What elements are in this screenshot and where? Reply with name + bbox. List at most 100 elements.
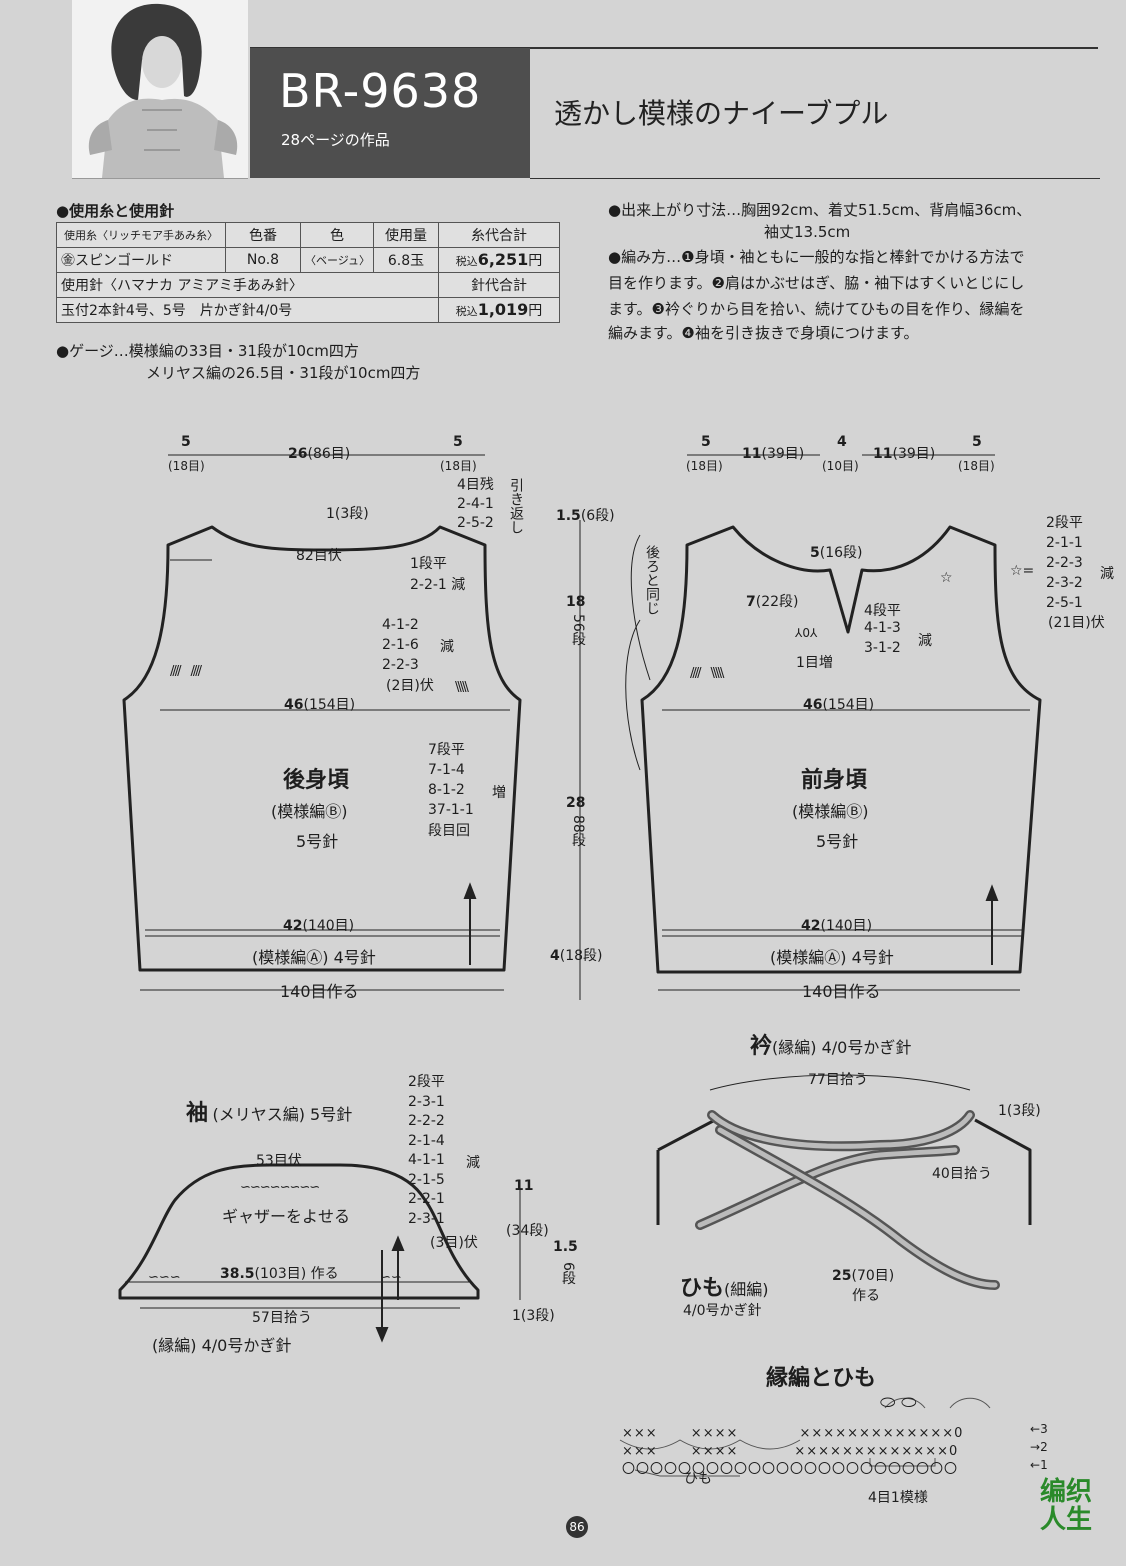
back-side-end: 段目回 xyxy=(428,823,470,839)
armhole-rows: 56段 xyxy=(570,614,586,646)
method-line-2: 目を作ります。❷肩はかぶせはぎ、脇・袖下はすくいとじにし xyxy=(608,274,1025,292)
needle-col: 使用針〈ハマナカ アミアミ手あみ針〉 xyxy=(56,272,439,298)
sleeve-hem-gather-right: ∽∽ xyxy=(380,1270,402,1285)
method-line-1: ●編み方…❶身頃・袖ともに一般的な指と棒針でかける方法で xyxy=(608,248,1025,266)
method-line-3: ます。❸衿ぐりから目を拾い、続けてひもの目を作り、縁編を xyxy=(608,300,1025,318)
sleeve-pickup: 57目拾う xyxy=(252,1310,312,1326)
body-height: 28 xyxy=(566,795,586,811)
collar-title: 衿(縁編) 4/0号かぎ針 xyxy=(750,1034,912,1059)
back-hem-width: 42(140目) xyxy=(283,918,355,934)
rib-height: 4(18段) xyxy=(550,948,603,964)
front-slit-flat: 4段平 xyxy=(864,603,901,619)
sleeve-cap-bind: (3目)伏 xyxy=(430,1235,478,1251)
front-pattern-mark: //// \\\\\ xyxy=(690,666,724,681)
front-slit-rule-2: 3-1-2 xyxy=(864,640,901,656)
row-1-label: ←1 xyxy=(1030,1458,1048,1472)
sleeve-outline xyxy=(118,1163,480,1300)
front-neck-dec: 減 xyxy=(1100,566,1114,582)
back-needle: 5号針 xyxy=(296,832,339,851)
collar-band xyxy=(707,1110,975,1152)
pattern-code: BR-9638 xyxy=(279,64,482,118)
yarn-header-row: 使用糸〈リッチモア手あみ糸〉 色番 色 使用量 糸代合計 xyxy=(56,222,560,248)
back-neck-rows: 1(3段) xyxy=(326,506,369,522)
needle-cost: 税込1,019円 xyxy=(438,297,560,323)
picot-motifs: ⬭ ⬭ xyxy=(880,1392,917,1413)
sleeve-width: 38.5(103目) 作る xyxy=(220,1266,339,1282)
chart-row-1: 〇〇〇〇〇〇〇〇〇〇〇〇〇〇〇〇〇〇〇〇〇〇〇〇 xyxy=(622,1462,959,1477)
gather-note: ギャザーをよせる xyxy=(222,1207,351,1226)
front-neck-left-width: 11(39目) xyxy=(742,446,805,462)
back-pattern-mark: //// //// xyxy=(170,664,202,679)
sleeve-hem-height: 1.5 xyxy=(553,1239,578,1255)
front-slit-dec: 減 xyxy=(918,633,932,649)
back-cast-on: 140目作る xyxy=(280,982,359,1001)
back-shoulder-left-stitches: (18目) xyxy=(168,459,205,473)
same-as-back-note: 後ろと同じ xyxy=(644,545,660,615)
amount: 6.8玉 xyxy=(373,247,439,273)
sleeve-edging: (縁編) 4/0号かぎ針 xyxy=(152,1336,292,1355)
row-2-label: →2 xyxy=(1030,1440,1048,1454)
back-side-inc: 増 xyxy=(492,785,506,801)
star-legend-icon: ☆= xyxy=(1010,563,1035,579)
materials-heading: ●使用糸と使用針 xyxy=(56,202,175,220)
back-shoulder-right-stitches: (18目) xyxy=(440,459,477,473)
chart-row-2: ××× ×××× ×××××××××××××0 xyxy=(622,1444,959,1459)
front-shoulder-right-width: 5 xyxy=(972,434,982,450)
back-shoulder-left-width: 5 xyxy=(181,434,191,450)
front-shoulder-left-width: 5 xyxy=(701,434,711,450)
front-slit-rule-1: 4-1-3 xyxy=(864,620,901,636)
finished-size: ●出来上がり寸法…胸囲92cm、着丈51.5cm、背肩幅36cm、 xyxy=(608,201,1032,219)
model-photo xyxy=(72,0,248,179)
back-rib: (模様編Ⓐ) 4号針 xyxy=(252,948,376,967)
materials-table: 使用糸〈リッチモア手あみ糸〉 色番 色 使用量 糸代合計 ㊎スピンゴールド No… xyxy=(56,222,560,323)
shoulder-height: 1.5(6段) xyxy=(556,508,615,524)
gauge-line-1: ●ゲージ…模様編の33目・31段が10cm四方 xyxy=(56,342,359,360)
star-icon: ☆ xyxy=(940,570,953,586)
sleeve-top-bind: 53目伏 xyxy=(256,1153,302,1169)
tie-make: 作る xyxy=(852,1288,880,1304)
sleeve-edge-rows: 1(3段) xyxy=(512,1308,555,1324)
collar-pickup: 77目拾う xyxy=(808,1072,868,1088)
back-shoulder-right-width: 5 xyxy=(453,434,463,450)
edging-chart-title: 縁編とひも xyxy=(766,1366,877,1391)
back-pattern-mark-right: \\\\\ xyxy=(455,680,469,695)
back-neck-bind-off: 82目伏 xyxy=(296,548,342,564)
collar-back-pickup: 40目拾う xyxy=(932,1166,992,1182)
needle-list: 玉付2本針4号、5号 片かぎ針4/0号 xyxy=(56,297,439,323)
tie-title: ひも(細編) xyxy=(680,1276,769,1301)
site-logo: 编织人生 xyxy=(1040,1477,1093,1535)
collar-rows: 1(3段) xyxy=(998,1103,1041,1119)
back-neck-flat: 1段平 xyxy=(410,556,447,572)
front-slit-depth: 7(22段) xyxy=(746,594,799,610)
short-rows-note: 引き返し xyxy=(508,478,524,534)
back-armhole-bind: (2目)伏 xyxy=(386,678,434,694)
back-pattern: (模様編Ⓑ) xyxy=(271,802,348,821)
back-neck-width: 26(86目) xyxy=(288,446,351,462)
title-rule xyxy=(530,178,1100,179)
sleeve-cap-dec: 減 xyxy=(466,1155,480,1171)
row-3-label: ←3 xyxy=(1030,1422,1048,1436)
color-number: No.8 xyxy=(225,247,301,273)
color-name: 〈ベージュ〉 xyxy=(300,247,374,273)
front-bust-width: 46(154目) xyxy=(803,697,875,713)
tie-needle: 4/0号かぎ針 xyxy=(683,1303,762,1319)
front-neck-bind: (21目)伏 xyxy=(1048,615,1105,631)
front-increase: 1目増 xyxy=(796,655,833,671)
page-reference: 28ページの作品 xyxy=(281,131,390,149)
increase-symbol: ⅄0⅄ xyxy=(795,626,818,640)
code-box xyxy=(250,48,530,178)
yarn-name: ㊎スピンゴールド xyxy=(56,247,226,273)
back-bust-width: 46(154目) xyxy=(284,697,356,713)
amount-col: 使用量 xyxy=(373,222,439,248)
back-neck-dec-rule: 2-2-1 減 xyxy=(410,577,466,593)
front-shoulder-right-stitches: (18目) xyxy=(958,459,995,473)
back-body-title: 後身頃 xyxy=(283,768,350,793)
page-number: 86 xyxy=(566,1516,588,1538)
front-pattern: (模様編Ⓑ) xyxy=(792,802,869,821)
sleeve-cap-rows: (34段) xyxy=(506,1223,549,1239)
